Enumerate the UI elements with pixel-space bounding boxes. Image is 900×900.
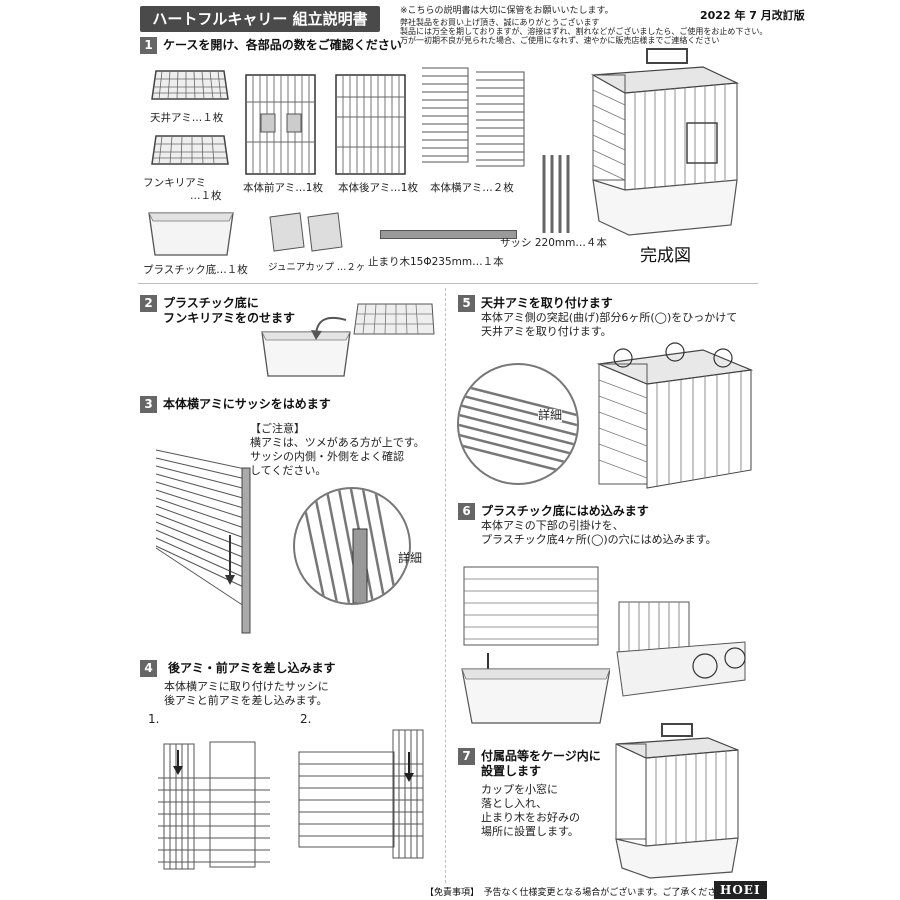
step2-number: 2 (140, 295, 157, 312)
front-mesh-label: 本体前アミ…1枚 (243, 182, 323, 194)
purchase-note-line: 万が一初期不良が見られた場合、ご使用になれず、速やかに販売店様までご連絡ください (400, 36, 720, 45)
plastic-base-label: プラスチック底…１枚 (143, 264, 248, 276)
caution-heading: 【ご注意】 (250, 422, 305, 435)
step7-cage-illustration (612, 720, 742, 880)
step6-number: 6 (458, 503, 475, 520)
step3-detail-label: 詳細 (398, 551, 423, 565)
completed-cage-illustration (585, 45, 745, 240)
step5-body-line: 本体アミ側の突起(曲げ)部分6ヶ所(◯)をひっかけて (481, 311, 738, 324)
step4-sub1-label: 1. (148, 712, 160, 726)
step4-number: 4 (140, 660, 157, 677)
step5-detail-circle (457, 363, 579, 485)
step2-title-line2: フンキリアミをのせます (163, 311, 296, 325)
manual-title: ハートフルキャリー 組立説明書 (140, 6, 380, 32)
step4-body: 本体横アミに取り付けたサッシに 後アミと前アミを差し込みます。 (164, 680, 329, 708)
sash-illustration (540, 153, 575, 235)
caution-line: サッシの内側・外側をよく確認 (250, 450, 404, 463)
back-mesh-illustration (333, 72, 408, 177)
side-mesh-label: 本体横アミ…２枚 (430, 182, 514, 194)
step7-body-line: 場所に設置します。 (481, 825, 579, 838)
perch-illustration (380, 230, 517, 239)
caution-line: 横アミは、ツメがある方が上です。 (250, 436, 425, 449)
step7-number: 7 (458, 748, 475, 765)
junior-cup-label: ジュニアカップ …２ヶ (268, 262, 366, 273)
step6-cage-illustration (460, 565, 610, 730)
step7-body-line: カップを小窓に (481, 783, 558, 796)
step5-body: 本体アミ側の突起(曲げ)部分6ヶ所(◯)をひっかけて 天井アミを取り付けます。 (481, 311, 737, 339)
purchase-note-line: 弊社製品をお買い上げ頂き、誠にありがとうございます (400, 18, 600, 27)
step3-side-mesh-illustration (150, 440, 270, 640)
revision-date: 2022 年 7 月改訂版 (700, 9, 805, 22)
step4-sub2-label: 2. (300, 712, 312, 726)
step5-cage-illustration (593, 340, 758, 505)
perch-label: 止まり木15Φ235mm…１本 (368, 256, 504, 268)
step4-cage-illustration-2 (293, 722, 433, 872)
keep-notice: ※こちらの説明書は大切に保管をお願いいたします。 (400, 6, 614, 16)
junior-cup-illustration (266, 207, 350, 255)
step3-caution: 【ご注意】 横アミは、ツメがある方が上です。 サッシの内側・外側をよく確認 して… (250, 422, 425, 478)
step3-title: 本体横アミにサッシをはめます (163, 397, 331, 411)
completed-figure-label: 完成図 (640, 246, 691, 266)
step5-title: 天井アミを取り付けます (481, 296, 613, 310)
step7-body-line: 止まり木をお好みの (481, 811, 580, 824)
step6-body-line: プラスチック底4ヶ所(◯)の穴にはめ込みます。 (481, 533, 717, 546)
fence-mesh-count: …１枚 (190, 190, 222, 202)
caution-line: してください。 (250, 464, 327, 477)
step6-body: 本体アミの下部の引掛けを、 プラスチック底4ヶ所(◯)の穴にはめ込みます。 (481, 519, 717, 547)
sash-label: サッシ 220mm…４本 (500, 237, 607, 249)
step4-cage-illustration-1 (150, 728, 280, 878)
step5-detail-label: 詳細 (538, 408, 563, 422)
step7-title-line1: 付属品等をケージ内に (481, 749, 601, 763)
fence-mesh-label: フンキリアミ (143, 177, 206, 189)
brand-logo: HOEI (714, 881, 767, 899)
ceiling-mesh-illustration (150, 65, 230, 107)
step6-body-line: 本体アミの下部の引掛けを、 (481, 519, 624, 532)
side-mesh-illustration (418, 62, 530, 177)
section-divider (138, 283, 758, 284)
plastic-base-illustration (145, 205, 237, 260)
step6-title: プラスチック底にはめ込みます (481, 504, 649, 518)
step2-illustration (258, 302, 438, 382)
step5-number: 5 (458, 295, 475, 312)
disclaimer: 【免責事項】 予告なく仕様変更となる場合がございます。ご了承ください。 (425, 888, 735, 898)
step7-body-line: 落とし入れ、 (481, 797, 548, 810)
step1-title: ケースを開け、各部品の数をご確認ください (163, 38, 402, 52)
step2-title-line1: プラスチック底に (163, 296, 259, 310)
purchase-note: 弊社製品をお買い上げ頂き、誠にありがとうございます 製品には万全を期しております… (400, 18, 900, 45)
step7-body: カップを小窓に 落とし入れ、 止まり木をお好みの 場所に設置します。 (481, 783, 580, 839)
step3-number: 3 (140, 396, 157, 413)
step7-title-line2: 設置します (481, 764, 542, 778)
column-divider (445, 288, 446, 883)
front-mesh-illustration (243, 72, 318, 177)
fence-mesh-illustration (150, 130, 230, 172)
step6-detail-illustration (615, 600, 750, 700)
step5-body-line: 天井アミを取り付けます。 (481, 325, 612, 338)
step4-body-line: 後アミと前アミを差し込みます。 (164, 694, 328, 707)
step4-title: 後アミ・前アミを差し込みます (168, 661, 336, 675)
purchase-note-line: 製品には万全を期しておりますが、溶接はずれ、割れなどがございましたら、ご使用をお… (400, 27, 768, 36)
step1-number: 1 (140, 37, 157, 54)
ceiling-mesh-label: 天井アミ…１枚 (150, 112, 224, 124)
step4-body-line: 本体横アミに取り付けたサッシに (164, 680, 329, 693)
back-mesh-label: 本体後アミ…1枚 (338, 182, 418, 194)
step3-detail-circle (293, 487, 411, 605)
